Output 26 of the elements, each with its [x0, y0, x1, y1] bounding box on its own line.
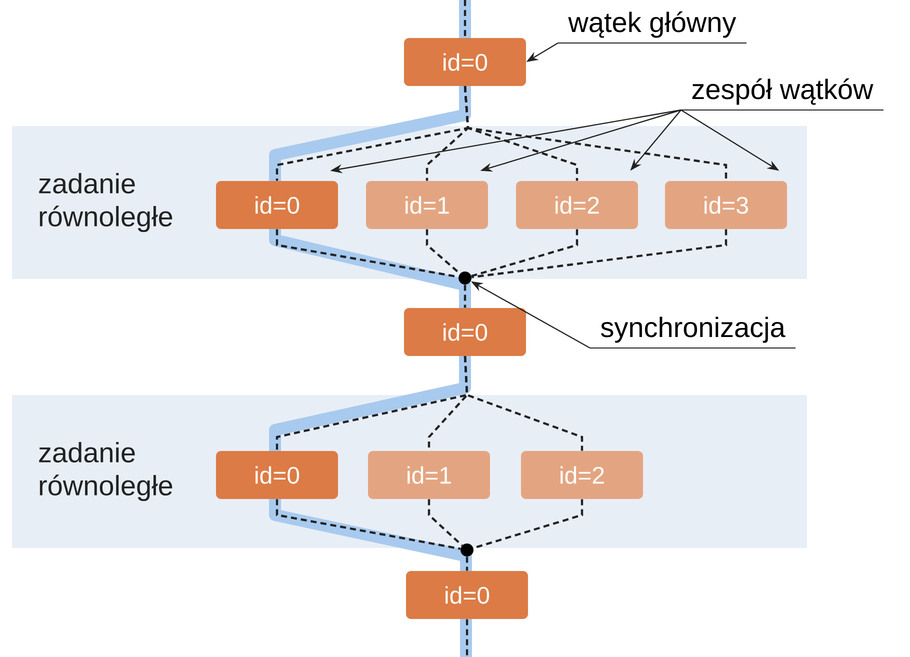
thread-line	[472, 229, 728, 278]
thread-line	[464, 356, 584, 451]
thread-box: id=0	[216, 181, 338, 229]
callout-label: synchronizacja	[590, 316, 796, 348]
thread-box: id=0	[404, 308, 526, 356]
thread-line	[428, 499, 463, 546]
callout-label: wątek główny	[558, 11, 747, 44]
thread-box: id=2	[521, 451, 643, 499]
sync-dot	[458, 272, 472, 284]
thread-line	[276, 499, 461, 550]
thread-box: id=3	[665, 181, 787, 229]
callout-label: zespół wątków	[680, 78, 884, 110]
thread-box: id=1	[366, 181, 488, 229]
thread-line	[466, 556, 468, 571]
thread-line	[464, 86, 728, 181]
thread-box: id=0	[404, 38, 526, 86]
thread-line	[471, 229, 578, 278]
thread-line	[464, 284, 466, 308]
sync-dot	[460, 544, 474, 556]
thread-box: id=2	[516, 181, 638, 229]
thread-box: id=0	[406, 571, 528, 619]
thread-box: id=0	[216, 451, 338, 499]
thread-line	[464, 0, 466, 38]
thread-box: id=1	[368, 451, 490, 499]
thread-line	[466, 619, 468, 657]
thread-line	[426, 229, 461, 274]
